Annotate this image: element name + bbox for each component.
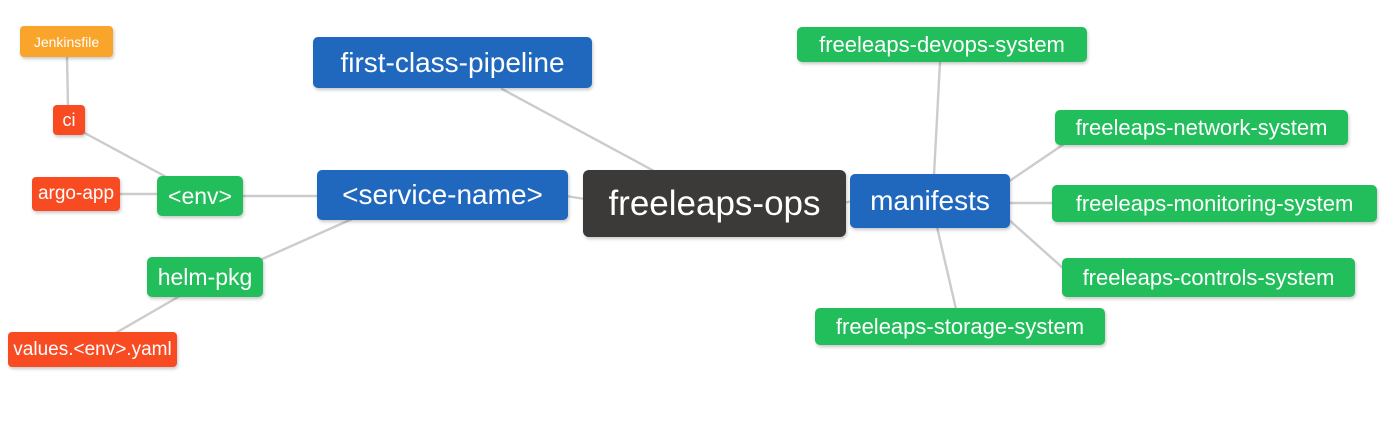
- edge-helm-pkg-service-name: [258, 217, 354, 262]
- node-argo-app[interactable]: argo-app: [32, 177, 120, 211]
- node-ci[interactable]: ci: [53, 105, 85, 135]
- edge-manifests-devops: [932, 60, 942, 177]
- node-freeleaps-network-system[interactable]: freeleaps-network-system: [1055, 110, 1348, 145]
- node-values-env-yaml[interactable]: values.<env>.yaml: [8, 332, 177, 367]
- edge-ci-env: [79, 129, 172, 181]
- node-manifests[interactable]: manifests: [850, 174, 1010, 228]
- node-helm-pkg[interactable]: helm-pkg: [147, 257, 263, 297]
- edge-pipeline-freeleaps-ops: [500, 87, 656, 173]
- edge-service-freeleaps-ops: [564, 194, 587, 201]
- edge-manifests-storage: [935, 225, 958, 311]
- edge-manifests-network: [1006, 142, 1066, 184]
- node-freeleaps-ops-root[interactable]: freeleaps-ops: [583, 170, 846, 237]
- node-freeleaps-devops-system[interactable]: freeleaps-devops-system: [797, 27, 1087, 62]
- edge-helm-pkg-values: [112, 295, 180, 336]
- node-first-class-pipeline[interactable]: first-class-pipeline: [313, 37, 592, 88]
- edge-manifests-controls: [1006, 217, 1066, 271]
- node-freeleaps-monitoring-system[interactable]: freeleaps-monitoring-system: [1052, 185, 1377, 222]
- edge-jenkinsfile-ci: [65, 55, 70, 108]
- node-freeleaps-controls-system[interactable]: freeleaps-controls-system: [1062, 258, 1355, 297]
- node-jenkinsfile[interactable]: Jenkinsfile: [20, 26, 113, 57]
- node-freeleaps-storage-system[interactable]: freeleaps-storage-system: [815, 308, 1105, 345]
- node-service-name[interactable]: <service-name>: [317, 170, 568, 220]
- node-env[interactable]: <env>: [157, 176, 243, 216]
